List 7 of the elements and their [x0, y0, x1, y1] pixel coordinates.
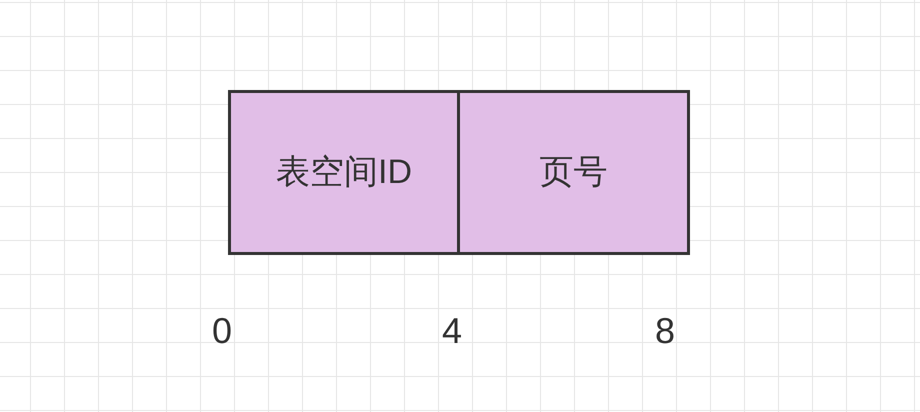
offset-number: 0: [212, 313, 232, 349]
field-box: [228, 90, 460, 255]
field-label: 表空间ID: [276, 152, 412, 193]
offset-number: 4: [442, 313, 462, 349]
field-label: 页号: [540, 152, 608, 193]
offset-number: 8: [654, 313, 676, 349]
field-box: [457, 90, 690, 255]
